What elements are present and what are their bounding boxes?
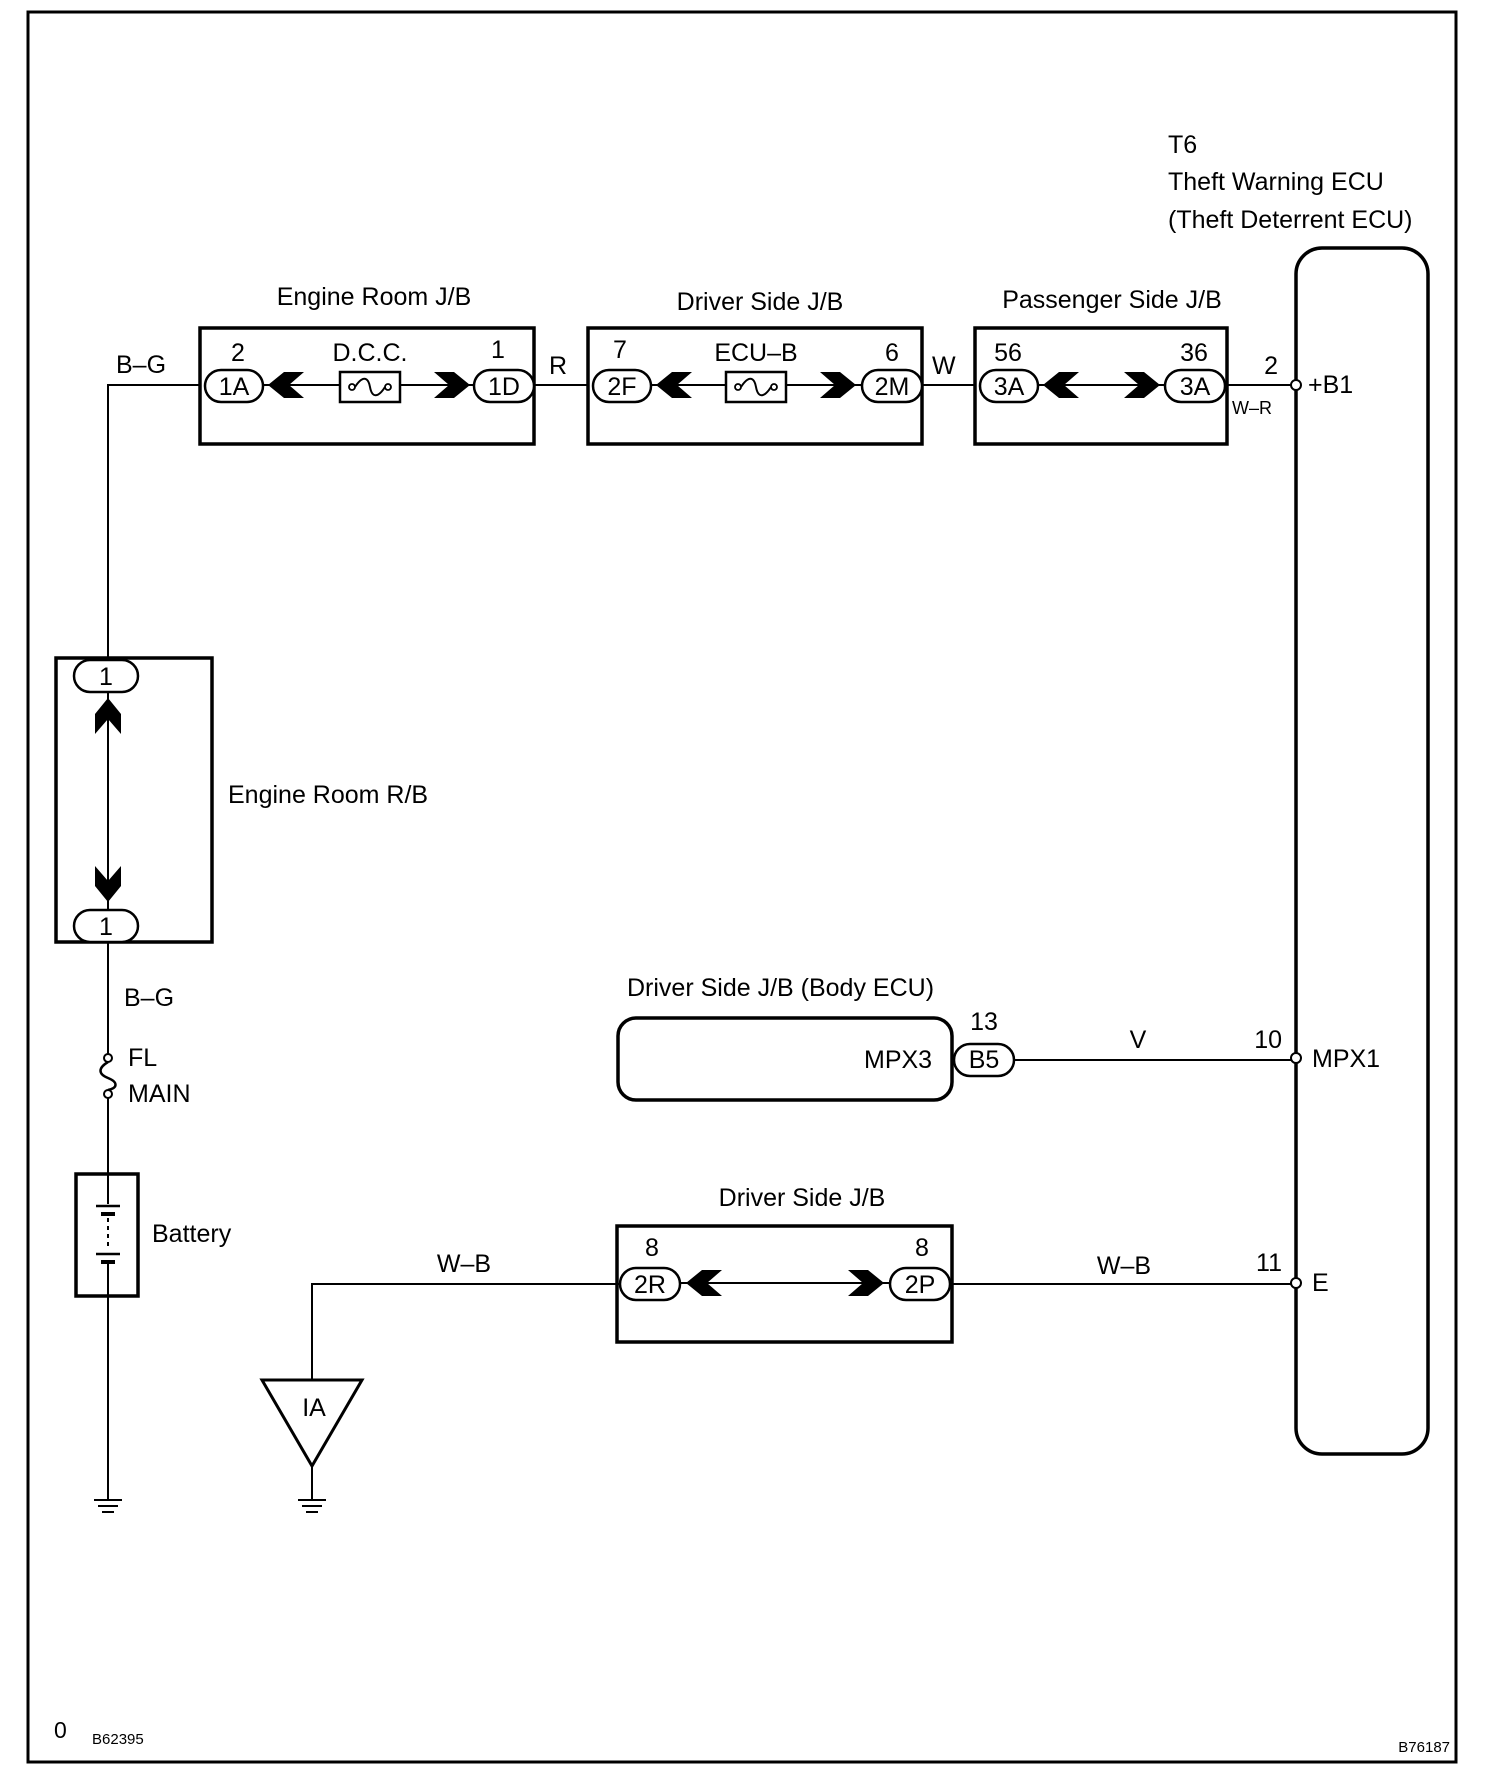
pointer-up [95,698,121,734]
wire-label-wb-left: W–B [437,1250,491,1278]
ecu-pin-e-label: E [1312,1269,1329,1297]
power-supply-wires: B–G R W W–R [107,351,1291,660]
fl-main-line2: MAIN [128,1080,191,1108]
pointer-left [686,1270,722,1296]
connector-3a-in-label: 3A [994,373,1025,401]
footer-right-code: B76187 [1398,1739,1450,1756]
wire-label-r: R [549,352,567,380]
rb-bottom-connector [72,908,140,944]
connector-3a-in [978,368,1040,404]
ecu-pin-b1-number: 2 [1264,352,1278,380]
pointer-right [1124,372,1160,398]
footer-zero: 0 [54,1717,67,1743]
connector-2f [591,368,653,404]
wire-label-wr: W–R [1232,398,1272,418]
passenger-side-jb-out-pin: 36 [1180,339,1208,367]
fuse-ecu-b-label: ECU–B [714,339,797,367]
connector-2m [860,368,924,404]
engine-room-jb-title: Engine Room J/B [277,283,472,311]
connector-2p-label: 2P [905,1271,936,1299]
connector-2f-label: 2F [607,373,636,401]
ecu-pin-e-terminal [1290,1277,1302,1289]
connector-1d-label: 1D [488,373,520,401]
pointer-down [95,866,121,902]
driver-side-jb: Driver Side J/B 7 2F ECU–B 6 2M [586,288,924,446]
pointer-left [268,372,304,398]
ground-point-ia: IA [259,1378,365,1513]
body-ecu: Driver Side J/B (Body ECU) MPX3 13 B5 V [616,974,1291,1102]
wire-label-wb-right: W–B [1097,1252,1151,1280]
ground-icon [298,1499,326,1513]
engine-room-rb: 1 1 Engine Room R/B [54,656,428,944]
connector-3a-out [1163,368,1227,404]
passenger-side-jb-title: Passenger Side J/B [1002,286,1222,314]
driver-side-jb-ground-title: Driver Side J/B [719,1184,886,1212]
ecu-pin-mpx1-label: MPX1 [1312,1045,1380,1073]
pointer-right [434,372,470,398]
driver-side-jb-title: Driver Side J/B [677,288,844,316]
fuse-dcc-label: D.C.C. [333,339,408,367]
ground-icon [94,1499,122,1513]
wire-wb-left [311,1283,620,1380]
passenger-side-jb: Passenger Side J/B 56 3A 36 3A [973,286,1229,446]
battery-label: Battery [152,1220,232,1248]
fl-main-line1: FL [128,1044,157,1072]
connector-1d [472,368,536,404]
wire-label-w: W [932,352,956,380]
engine-room-jb-out-pin: 1 [491,336,505,364]
pointer-left [1043,372,1079,398]
driver-side-jb-in-pin: 7 [613,336,627,364]
connector-3a-out-label: 3A [1180,373,1211,401]
driver-side-jb-ground: Driver Side J/B 8 2R 8 2P W–B W–B [311,1184,1291,1380]
driver-side-jb-ground-left-pin: 8 [645,1234,659,1262]
ecu-name: Theft Warning ECU [1168,168,1384,196]
pointer-right [820,372,856,398]
diagram-frame [26,10,1458,1764]
battery-circuit: B–G FL MAIN Battery [74,942,232,1513]
body-ecu-terminal: MPX3 [864,1046,932,1074]
fusible-link-icon [99,1053,117,1099]
ecu-pin-b1-label: +B1 [1308,371,1353,399]
wire-label-bg-lower: B–G [124,984,174,1012]
connector-1a [203,368,265,404]
connector-b5-label: B5 [969,1046,1000,1074]
theft-warning-ecu: T6 Theft Warning ECU (Theft Deterrent EC… [1168,131,1430,1456]
battery-icon [74,1172,140,1298]
ecu-pin-e-number: 11 [1256,1249,1282,1277]
engine-room-jb: Engine Room J/B 2 1A D.C.C. 1 1D [198,283,536,446]
fuse-ecu-b-icon [724,370,788,404]
ecu-code: T6 [1168,131,1197,159]
rb-top-connector-label: 1 [99,663,113,691]
fuse-dcc-icon [338,370,402,404]
passenger-side-jb-in-pin: 56 [994,339,1022,367]
rb-bottom-connector-label: 1 [99,913,113,941]
driver-side-jb-ground-right-pin: 8 [915,1234,929,1262]
ecu-pin-mpx1-terminal [1290,1052,1302,1064]
engine-room-rb-title: Engine Room R/B [228,781,428,809]
engine-room-jb-in-pin: 2 [231,339,245,367]
ecu-pin-mpx1-number: 10 [1254,1026,1282,1054]
driver-side-jb-out-pin: 6 [885,339,899,367]
body-ecu-title: Driver Side J/B (Body ECU) [627,974,934,1002]
wire-label-bg-top: B–G [116,351,166,379]
connector-2r-label: 2R [634,1271,666,1299]
pointer-left [656,372,692,398]
body-ecu-pin: 13 [970,1008,998,1036]
ecu-pin-b1-terminal [1290,379,1302,391]
connector-1a-label: 1A [219,373,250,401]
connector-2m-label: 2M [875,373,910,401]
wire-label-v: V [1130,1026,1147,1054]
rb-top-connector [72,658,140,694]
footer-left-code: B62395 [92,1731,144,1748]
pointer-right [848,1270,884,1296]
ecu-alt-name: (Theft Deterrent ECU) [1168,206,1413,234]
ground-point-label: IA [302,1394,326,1422]
wire-bg-top [107,384,200,660]
